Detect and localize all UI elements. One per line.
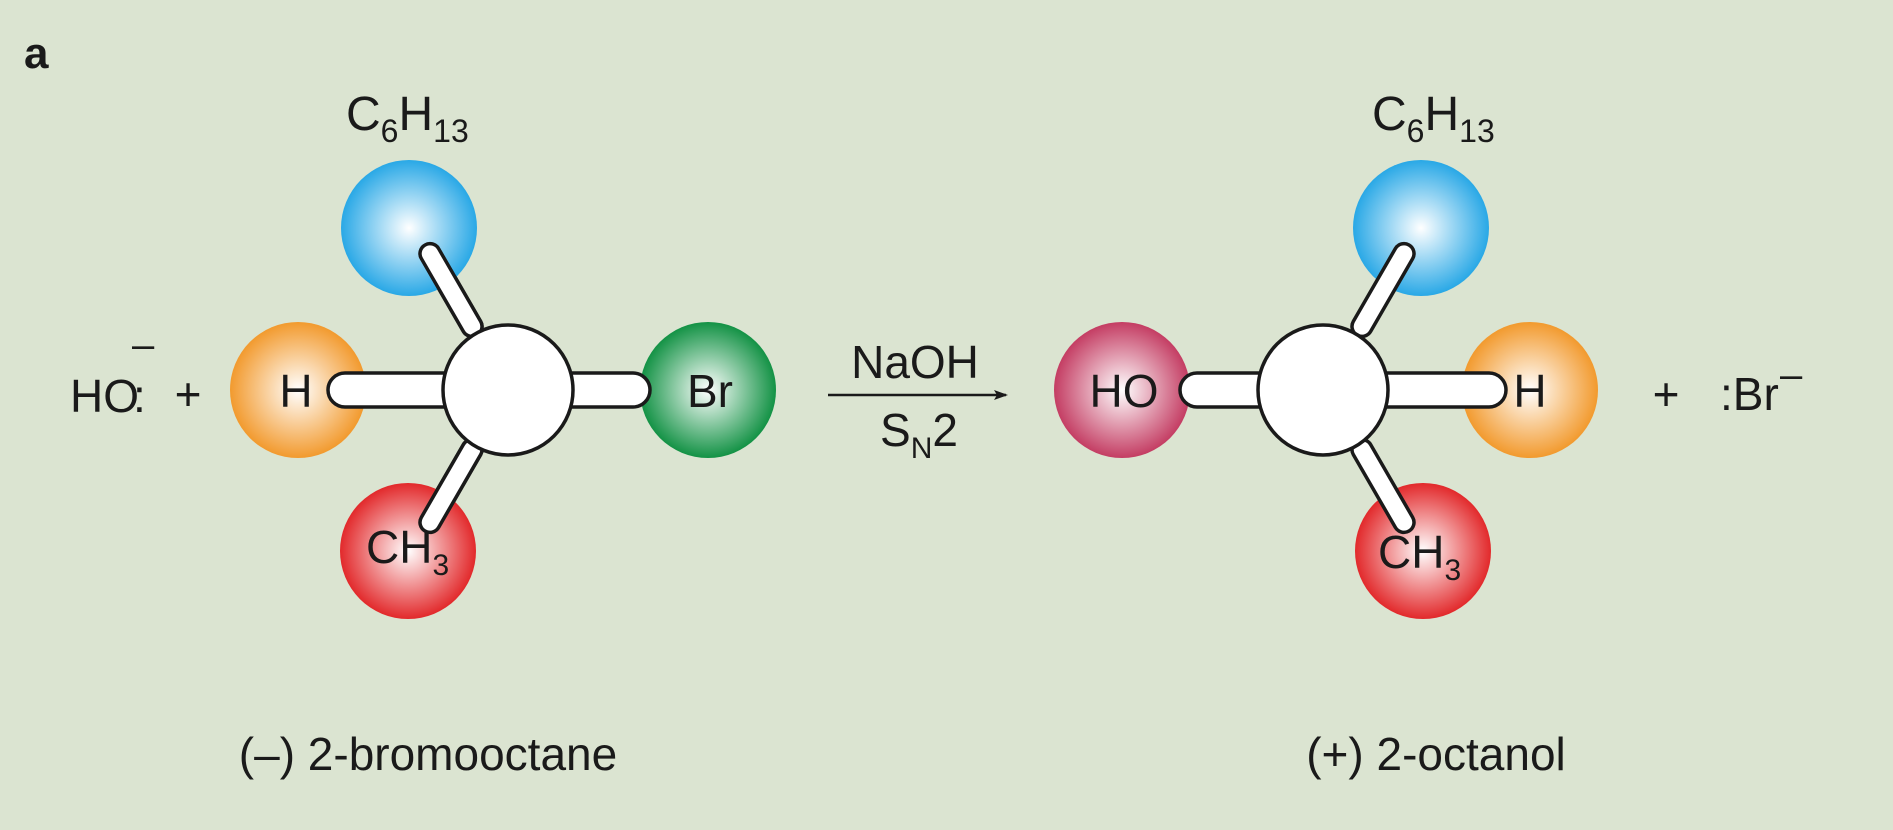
hydroxide-charge: – (132, 323, 155, 367)
product-molecule: C6H13 HO H CH3 (1054, 88, 1598, 619)
product-ho-label: HO (1090, 365, 1159, 417)
bromide-charge: – (1780, 353, 1803, 397)
product-plus: + (1653, 368, 1680, 420)
br-atom-sphere (640, 322, 776, 458)
bromide-leaving-group: + :Br – (1653, 353, 1803, 420)
product-c6h13-label: C6H13 (1372, 88, 1495, 149)
mechanism-label: SN2 (880, 404, 958, 465)
c6h13-label: C6H13 (346, 88, 469, 149)
reactant-name: (–) 2-bromooctane (239, 728, 617, 780)
ch3-label: CH3 (366, 521, 449, 582)
reaction-arrow: NaOH SN2 (828, 336, 1008, 465)
reactant-molecule: C6H13 H Br CH3 (230, 88, 776, 619)
central-carbon (441, 323, 575, 457)
product-ho-atom-sphere (1054, 322, 1190, 458)
reactant-plus: + (175, 368, 202, 420)
reagent-label: NaOH (851, 336, 979, 388)
h-atom-sphere (230, 322, 366, 458)
hydroxide-label: HO (70, 370, 139, 422)
product-ch3-label: CH3 (1378, 526, 1461, 587)
product-h-label: H (1513, 365, 1546, 417)
hydroxide-nucleophile: HO : – + (70, 323, 201, 422)
br-atom-label: Br (687, 365, 733, 417)
hydroxide-lone-pair: : (133, 370, 146, 422)
product-c6h13-atom-sphere (1353, 160, 1489, 296)
bromide-label: :Br (1720, 368, 1779, 420)
panel-label: a (24, 29, 49, 78)
product-name: (+) 2-octanol (1306, 728, 1566, 780)
product-central-carbon (1256, 323, 1390, 457)
h-atom-label: H (279, 365, 312, 417)
c6h13-atom-sphere (341, 160, 477, 296)
product-h-atom-sphere (1462, 322, 1598, 458)
